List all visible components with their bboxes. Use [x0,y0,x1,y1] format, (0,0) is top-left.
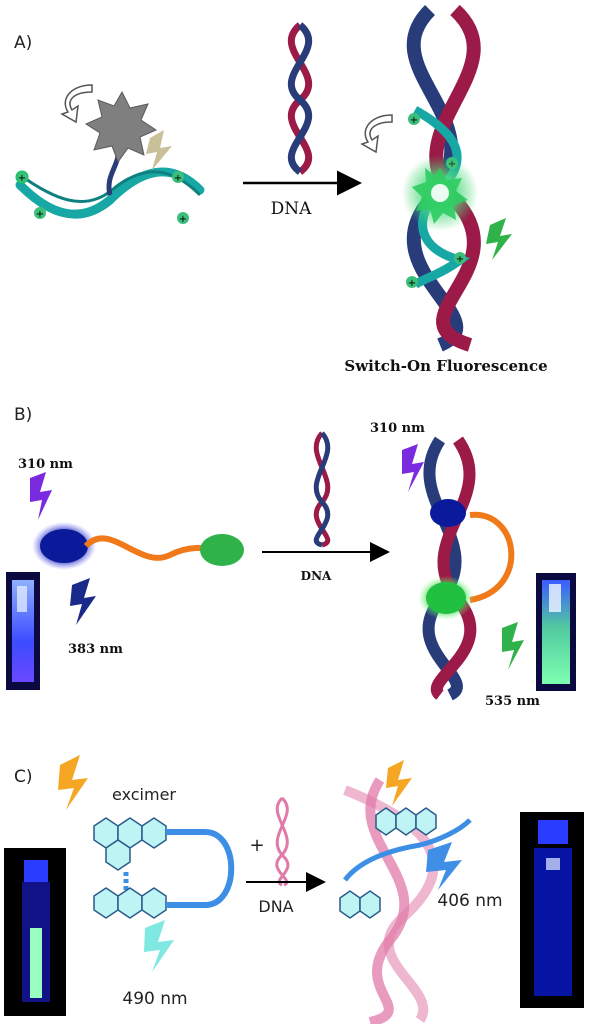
excitation-label-right: 310 nm [370,421,425,436]
lightning-bolt-icon [386,760,412,806]
rotation-arrow-icon [60,84,93,124]
dna-helix-small [313,431,331,548]
arrow-label: DNA [258,897,293,916]
svg-text:+: + [410,115,418,126]
lightning-bolt-icon [146,130,172,170]
positive-charge-icon: + + + + [15,170,189,225]
emission-label-left: 490 nm [122,989,187,1009]
emission-label-right: 535 nm [485,694,540,709]
panel-c-label: C) [14,767,33,787]
excitation-label-left: 310 nm [18,457,73,472]
lightning-bolt-icon [70,578,96,625]
gray-star-icon [84,90,158,164]
arrow-label: DNA [301,569,332,583]
emission-label-left: 383 nm [68,642,123,657]
orange-linker [83,535,216,561]
rotation-arrow-icon [360,114,393,154]
blue-linker-loop [166,829,235,908]
lightning-bolt-icon [502,622,524,670]
panel-a: A) + + + + DNA [14,4,548,375]
pyrene-top-icon [93,817,167,871]
dna-complex-right [422,436,515,701]
svg-text:+: + [174,173,182,184]
lightning-bolt-icon [30,472,52,520]
panel-c: C) excimer 490 nm + [4,755,584,1024]
dna-helix-small [288,22,312,175]
svg-text:+: + [456,254,464,265]
pyrene-oval-blue [430,499,466,527]
panel-b: B) 310 nm 383 nm DNA 310 nm [6,405,576,709]
vial-dark-blue [520,812,584,1008]
vial-blue [6,572,40,690]
lightning-bolt-icon [426,842,462,890]
dna-helix-small [275,796,290,887]
excimer-label: excimer [112,785,176,804]
plus-sign: + [249,835,264,856]
lightning-bolt-icon [486,218,512,260]
svg-text:+: + [408,278,416,289]
green-oval [200,534,244,566]
svg-text:+: + [18,173,26,184]
pyrene-bottom-icon [93,887,167,919]
glow-center [431,184,449,202]
caption: Switch-On Fluorescence [344,357,547,375]
pyrene-top-icon [375,807,437,836]
emission-label-right: 406 nm [437,891,502,911]
pyrene-oval-blue [40,529,88,563]
lightning-bolt-icon [144,920,174,972]
pyrene-bottom-icon [339,890,381,919]
arrow-label: DNA [271,199,313,219]
panel-b-label: B) [14,405,32,425]
vial-cyan [4,848,66,1016]
svg-text:+: + [36,209,44,220]
panel-a-label: A) [14,33,32,53]
vial-green [536,573,576,691]
svg-text:+: + [179,214,187,225]
lightning-bolt-icon [402,444,424,492]
green-oval [426,582,466,614]
lightning-bolt-icon [58,755,88,810]
